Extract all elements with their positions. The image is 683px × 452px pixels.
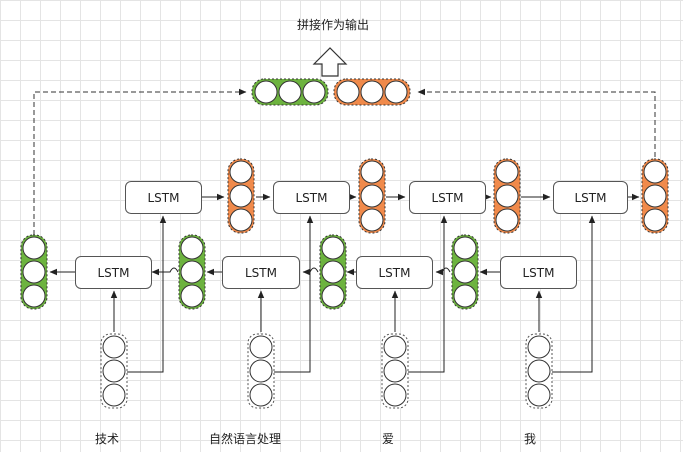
backward-hidden-vector-3 bbox=[319, 234, 347, 310]
word-label: 我 bbox=[524, 432, 537, 446]
lstm-forward-3: LSTM bbox=[409, 181, 486, 214]
input-vector-4 bbox=[525, 333, 553, 409]
word-label: 自然语言处理 bbox=[209, 432, 282, 446]
input-vector-1 bbox=[100, 333, 128, 409]
lstm-backward-4: LSTM bbox=[500, 256, 577, 289]
input-vector-2 bbox=[247, 333, 275, 409]
word-label: 技术 bbox=[95, 432, 120, 446]
forward-hidden-vector-1 bbox=[227, 158, 255, 234]
backward-hidden-vector-4 bbox=[451, 234, 479, 310]
lstm-backward-1: LSTM bbox=[75, 256, 152, 289]
backward-hidden-vector-2 bbox=[178, 234, 206, 310]
up-arrow-icon bbox=[312, 47, 348, 77]
lstm-backward-3: LSTM bbox=[356, 256, 433, 289]
forward-hidden-vector-4 bbox=[641, 158, 669, 234]
input-vector-3 bbox=[381, 333, 409, 409]
word-label: 爱 bbox=[382, 432, 395, 446]
forward-hidden-vector-3 bbox=[493, 158, 521, 234]
backward-hidden-vector-1 bbox=[20, 234, 48, 310]
input-connections bbox=[110, 215, 596, 373]
output-vector-backward bbox=[251, 78, 329, 106]
lstm-forward-4: LSTM bbox=[553, 181, 628, 214]
forward-hidden-vector-2 bbox=[358, 158, 386, 234]
lstm-forward-1: LSTM bbox=[125, 181, 202, 214]
lstm-backward-2: LSTM bbox=[222, 256, 300, 289]
dashed-connections bbox=[33, 88, 656, 235]
output-vector-forward bbox=[333, 78, 411, 106]
lstm-forward-2: LSTM bbox=[273, 181, 350, 214]
backward-arrows bbox=[49, 267, 500, 276]
output-title: 拼接作为输出 bbox=[297, 18, 370, 32]
